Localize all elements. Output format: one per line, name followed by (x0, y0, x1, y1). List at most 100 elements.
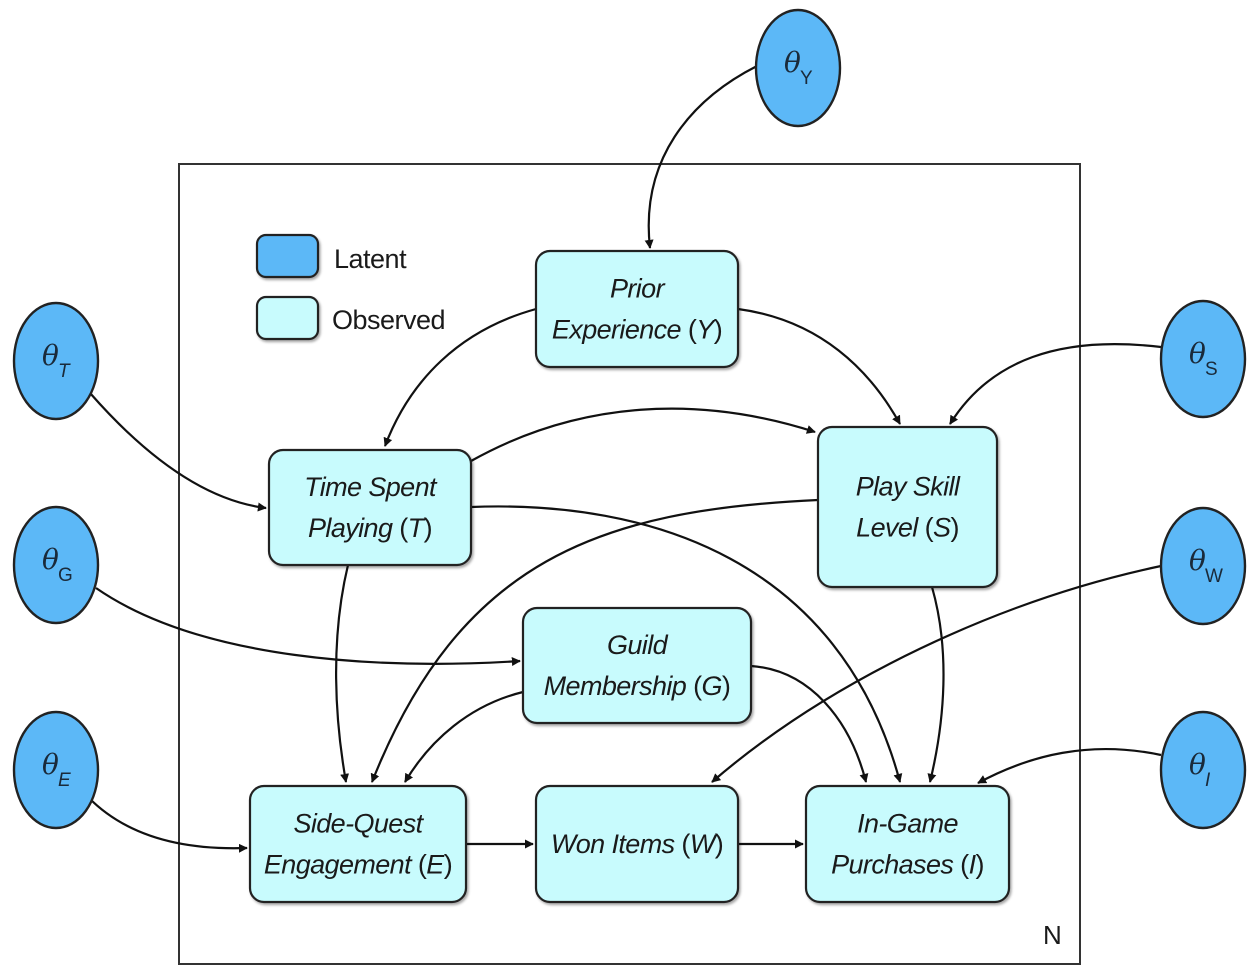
observed-node-label-line: Membership (G) (544, 671, 731, 701)
latent-node-ellipse (1159, 506, 1247, 626)
observed-node-box (534, 249, 740, 369)
observed-node-box (248, 784, 468, 904)
observed-node-label-line: Purchases (I) (831, 850, 984, 880)
observed-node-label-line: Play Skill (856, 472, 961, 502)
node-symbol: E (426, 850, 445, 880)
edge-thy-to-y (644, 65, 758, 249)
latent-node-subscript: W (1205, 566, 1223, 587)
legend-latent-label: Latent (334, 244, 407, 274)
label-text: Guild (607, 630, 669, 660)
node-symbol: S (933, 513, 951, 543)
label-text: Prior (610, 274, 666, 304)
edge-thg-to-g (95, 587, 521, 667)
latent-node-subscript: T (58, 361, 71, 382)
symbol-close-paren: ) (714, 315, 722, 345)
legend: Latent Observed (255, 233, 446, 341)
node-symbol: Y (696, 315, 716, 345)
observed-node-label-line: Guild (607, 630, 669, 660)
node-symbol: T (408, 513, 427, 543)
label-text: Membership (544, 671, 687, 701)
edge-y-to-s (737, 307, 901, 425)
observed-node-box (804, 784, 1011, 904)
legend-latent-swatch (255, 233, 320, 279)
label-text: Purchases (831, 850, 953, 880)
legend-observed-label: Observed (332, 305, 445, 335)
latent-node-ellipse (1159, 299, 1247, 419)
symbol-open-paren: ( (392, 513, 408, 543)
edge-tht-to-t (89, 392, 267, 512)
edge-thi-to-i (977, 747, 1162, 784)
latent-node-ellipse (12, 505, 100, 625)
latent-node-label: θ (42, 339, 59, 372)
observed-node-label-line: Experience (Y) (552, 315, 722, 345)
edge-the-to-e (87, 796, 248, 853)
label-text: Won Items (551, 829, 675, 859)
edge-s-to-e (370, 498, 819, 783)
label-text: Play Skill (856, 472, 961, 502)
latent-node-subscript: S (1205, 359, 1218, 380)
symbol-close-paren: ) (722, 671, 730, 701)
label-text: Experience (552, 315, 682, 345)
observed-node-box (534, 784, 740, 904)
plate-rectangle (178, 163, 1081, 965)
observed-node-label-line: Level (S) (856, 513, 959, 543)
symbol-open-paren: ( (681, 315, 697, 345)
edge-t-to-s (470, 407, 816, 462)
observed-node-label-line: Prior (610, 274, 666, 304)
edge-s-to-i (927, 586, 945, 783)
latent-node-label: θ (1189, 544, 1206, 577)
plate-label: N (1043, 920, 1062, 950)
latent-node-subscript: E (58, 770, 71, 791)
edges (87, 65, 1162, 853)
symbol-open-paren: ( (953, 850, 969, 880)
latent-node-subscript: Y (800, 68, 813, 89)
observed-node-box (816, 425, 999, 589)
observed-node-label-line: Engagement (E) (264, 850, 452, 880)
observed-node-label-line: Won Items (W) (551, 829, 723, 859)
latent-node-label: θ (42, 748, 59, 781)
label-text: Side-Quest (293, 809, 424, 839)
symbol-close-paren: ) (950, 513, 958, 543)
label-text: Time Spent (304, 472, 438, 502)
symbol-close-paren: ) (444, 850, 452, 880)
latent-node-label: θ (42, 543, 59, 576)
observed-node-label-line: Side-Quest (293, 809, 424, 839)
symbol-open-paren: ( (675, 829, 691, 859)
symbol-open-paren: ( (411, 850, 427, 880)
latent-node-subscript: G (58, 565, 73, 586)
observed-node-box (267, 448, 473, 567)
observed-node-label-line: Playing (T) (308, 513, 432, 543)
latent-node-ellipse (754, 8, 842, 128)
observed-node-label-line: Time Spent (304, 472, 438, 502)
edge-t-to-i (470, 505, 903, 783)
observed-node-w: Won Items (W) (534, 784, 740, 904)
symbol-open-paren: ( (686, 671, 702, 701)
observed-node-label-line: In-Game (857, 809, 958, 839)
symbol-open-paren: ( (918, 513, 934, 543)
node-symbol: G (702, 671, 722, 701)
node-symbol: W (690, 829, 718, 859)
latent-node-label: θ (1189, 748, 1206, 781)
edge-t-to-e (334, 564, 350, 783)
edge-thw-to-w (711, 564, 1162, 783)
edge-y-to-t (383, 307, 537, 447)
observed-node-box (521, 606, 753, 725)
node-symbol: I (969, 850, 977, 880)
symbol-close-paren: ) (975, 850, 983, 880)
label-text: Level (856, 513, 919, 543)
